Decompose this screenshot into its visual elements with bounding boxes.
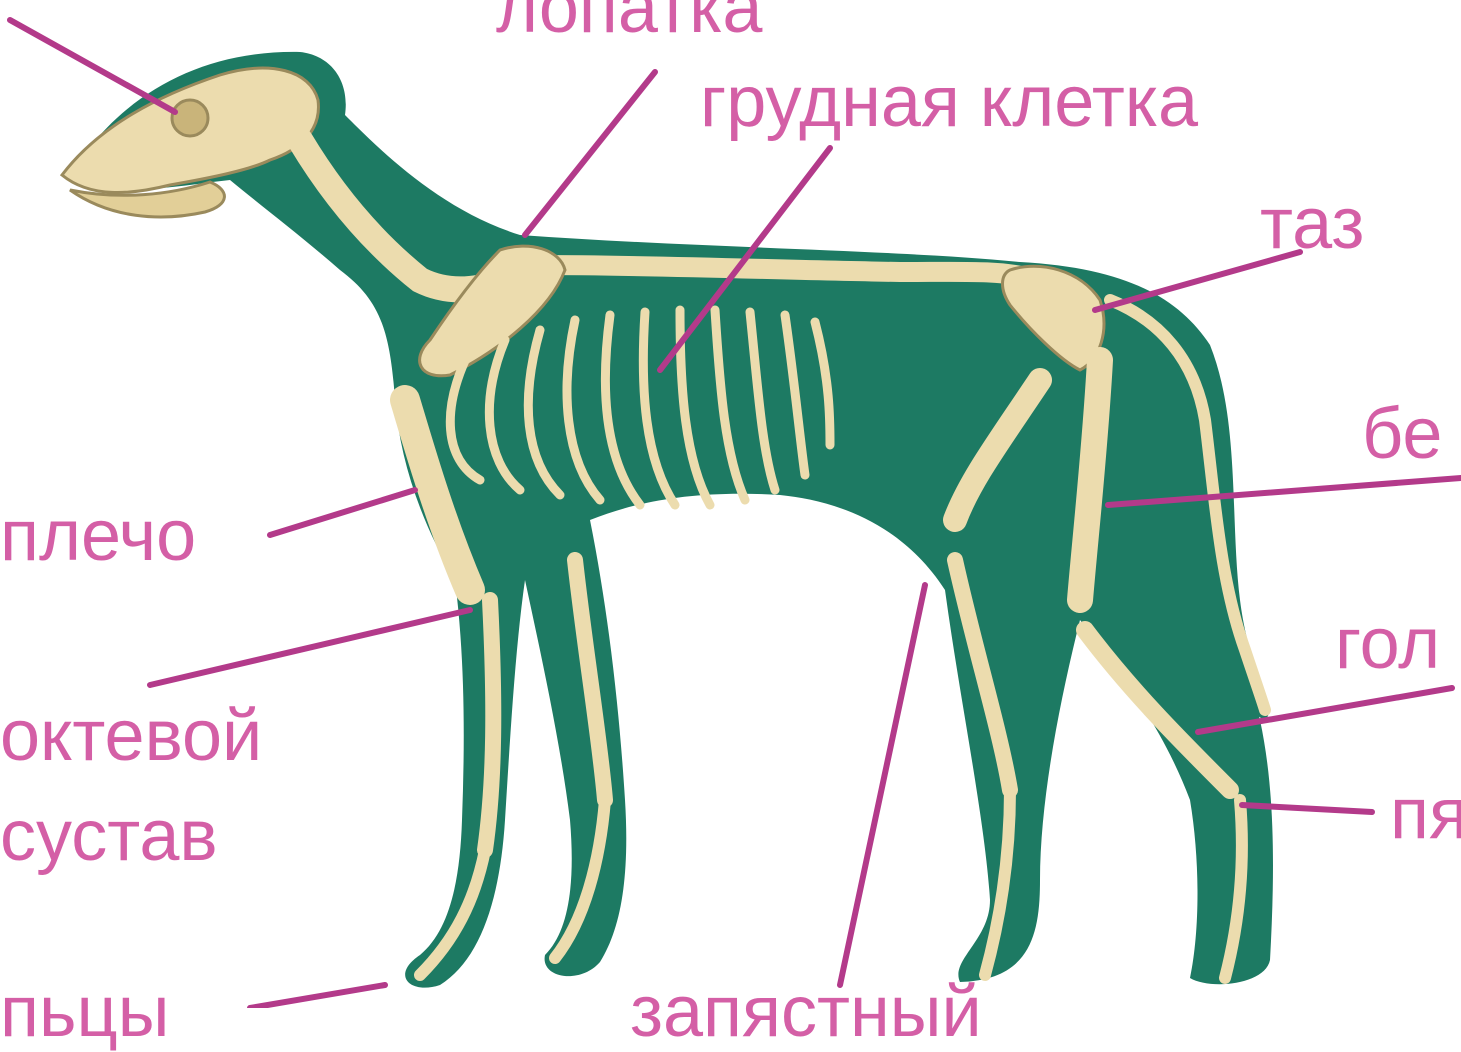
label-elbow-line2: сустав <box>0 800 218 872</box>
label-wrist: запястный <box>630 976 982 1048</box>
label-pelvis: таз <box>1260 188 1364 260</box>
label-shoulder: плечо <box>0 500 196 572</box>
label-femur: бе <box>1362 398 1442 470</box>
label-rib-cage: грудная клетка <box>700 66 1198 138</box>
label-scapula: лопатка <box>496 0 762 44</box>
label-heel: пя <box>1390 778 1461 850</box>
leader-line-shoulder <box>270 490 415 535</box>
label-phalanges: пьцы <box>0 976 170 1048</box>
label-knee: гол <box>1335 608 1440 680</box>
eye-orbit <box>172 100 208 136</box>
leader-line-elbow <box>150 610 470 685</box>
dog-skeleton-diagram <box>0 0 1461 1008</box>
leader-line-wrist <box>840 585 925 985</box>
leader-line-skull <box>10 20 175 112</box>
label-elbow-line1: октевой <box>0 700 262 772</box>
leader-line-scapula <box>525 72 655 235</box>
leader-line-phalanges <box>250 985 385 1008</box>
